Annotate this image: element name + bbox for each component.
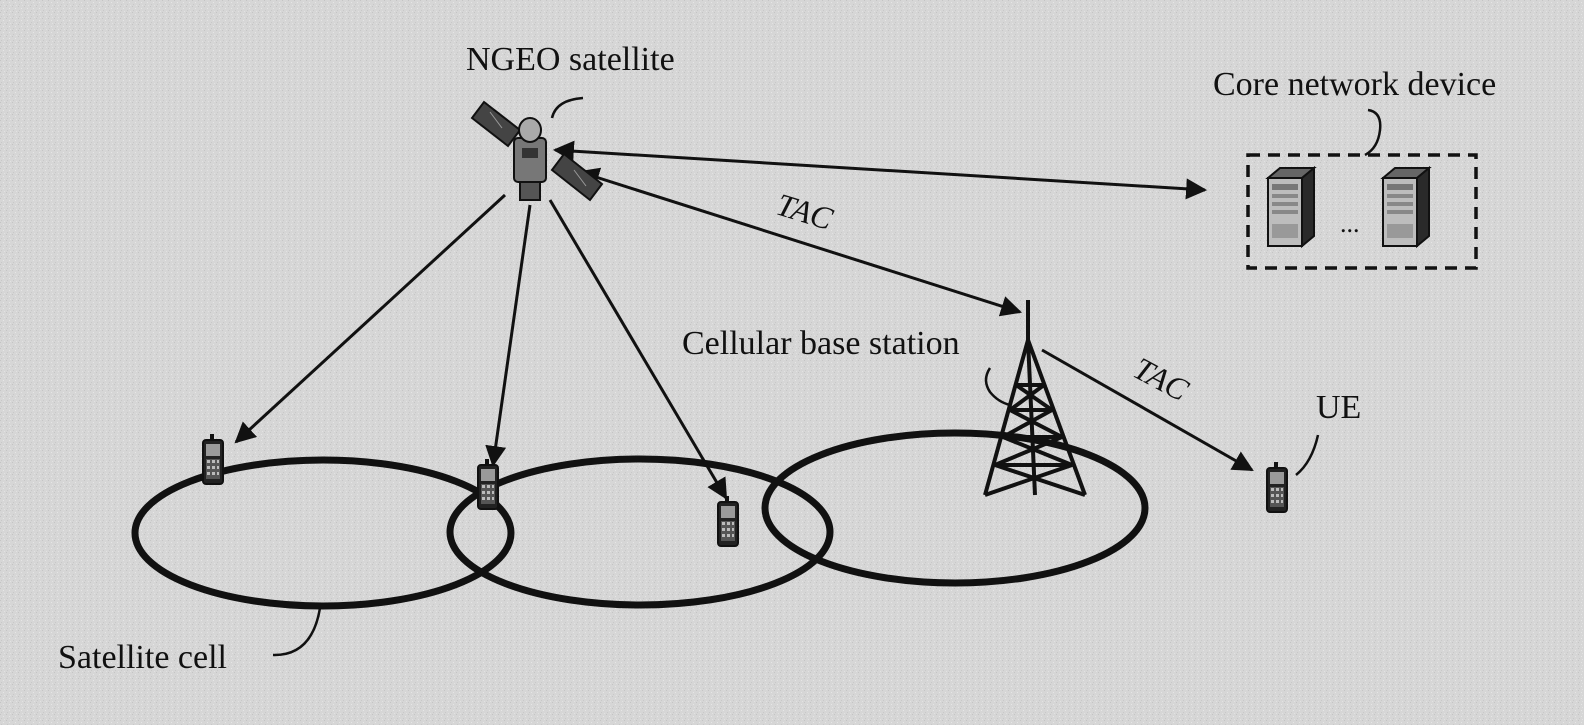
cell-tower-icon [983,300,1087,497]
satellite-label: NGEO satellite [466,41,675,78]
link-satellite-basestation [577,167,1023,317]
satellite-cell-label: Satellite cell [58,639,227,676]
satellite-cell-pointer [272,607,322,657]
link-basestation-ue [1041,348,1254,472]
mobile-phone-icon [477,458,499,510]
core-network-box [1246,153,1478,270]
link-satellite-ue2 [485,204,532,468]
mobile-phone-icon [202,433,224,485]
satellite-label-pointer [550,96,584,119]
basestation-label-pointer [984,367,1011,407]
base-station-label: Cellular base station [682,325,960,362]
mobile-phone-icon [1266,461,1288,513]
mobile-phone-icon [717,495,739,547]
satellite-cell-left [131,456,515,610]
satellite-icon [470,100,604,202]
base-station-cell [761,429,1149,587]
server-icon [1382,167,1430,247]
core-label-pointer [1364,108,1382,157]
link-satellite-ue1 [234,193,507,444]
ue-label-pointer [1295,434,1320,476]
satellite-cell-middle [446,455,834,609]
server-ellipsis: ... [1340,209,1360,238]
server-icon [1267,167,1315,247]
ue-label: UE [1316,389,1361,426]
core-network-label: Core network device [1213,66,1496,103]
